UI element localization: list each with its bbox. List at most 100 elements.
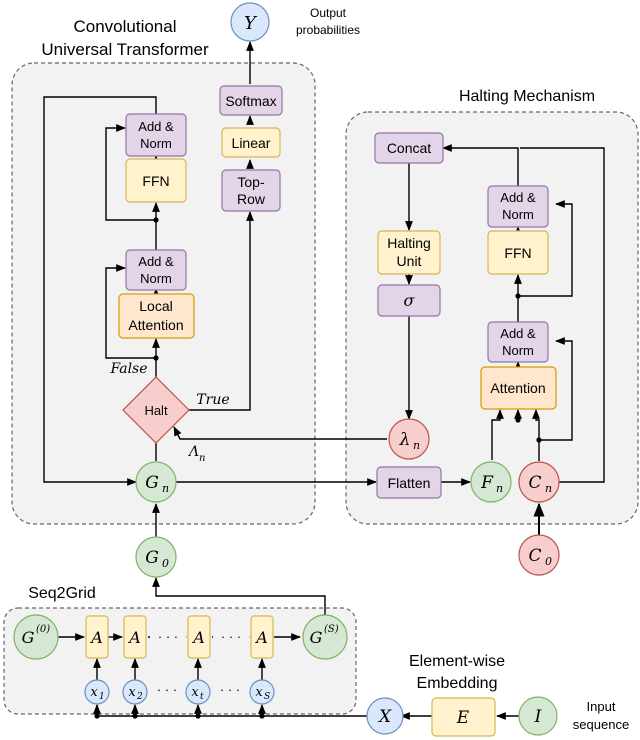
cut-ffn-label: FFN xyxy=(142,173,169,189)
x-node xyxy=(366,697,404,735)
gn-symbol: G xyxy=(145,473,159,493)
seq2grid-group xyxy=(3,607,357,715)
gn-sub: n xyxy=(162,482,169,495)
junction-dots xyxy=(94,217,542,719)
c0-node xyxy=(518,534,560,576)
local-attention-block xyxy=(118,293,195,339)
lambda-symbol: λ xyxy=(399,430,411,450)
g0-node xyxy=(135,536,177,578)
false-label: False xyxy=(109,361,147,377)
cut-addnorm-bottom-label: Add & xyxy=(138,254,174,269)
i-node xyxy=(518,696,558,736)
x2-sub: 2 xyxy=(136,692,143,702)
xt-sub: t xyxy=(200,692,204,702)
seq2grid-title: Seq2Grid xyxy=(28,585,96,602)
output-y-symbol: Y xyxy=(244,13,258,34)
dots-bg-3 xyxy=(151,685,185,695)
halt-diamond xyxy=(122,376,190,444)
e-symbol: E xyxy=(456,708,470,728)
a-label-3: A xyxy=(191,628,205,647)
cut-addnorm-bottom-label-2: Norm xyxy=(140,271,172,286)
x1-sub: 1 xyxy=(99,692,105,702)
attention-block xyxy=(480,366,557,410)
a-block-4 xyxy=(250,615,274,659)
x1-node xyxy=(84,679,110,705)
a-block-1 xyxy=(85,615,109,659)
fn-symbol: F xyxy=(480,473,494,493)
grid-dots-a: · · · xyxy=(158,629,178,644)
cn-sub: n xyxy=(545,482,552,495)
halting-unit-label-2: Unit xyxy=(397,253,422,269)
flatten-label: Flatten xyxy=(388,475,431,491)
lambda-node xyxy=(388,418,430,460)
output-y-node xyxy=(230,2,270,42)
halt-label: Halt xyxy=(144,403,168,418)
g-end-sup: (S) xyxy=(324,624,339,635)
halting-addnorm-bottom-label-2: Norm xyxy=(502,343,534,358)
fn-node xyxy=(470,461,512,503)
embedding-title-2: Embedding xyxy=(417,675,498,692)
c0-sub: 0 xyxy=(545,555,552,568)
linear-block xyxy=(221,127,281,158)
token-dots-a: · · · xyxy=(157,682,177,697)
g0-symbol: G xyxy=(145,548,159,568)
dots-bg-4 xyxy=(214,685,248,695)
dots-bg-2 xyxy=(213,632,249,642)
xs-sub: S xyxy=(264,692,270,702)
cut-title: Convolutional xyxy=(73,17,176,36)
halting-ffn-label: FFN xyxy=(504,245,531,261)
x-symbol: X xyxy=(377,707,392,727)
cut-title-2: Universal Transformer xyxy=(41,40,209,59)
a-label-4: A xyxy=(254,628,268,647)
halting-title: Halting Mechanism xyxy=(459,88,595,105)
cut-ffn-block xyxy=(125,158,187,203)
halting-addnorm-top-label: Add & xyxy=(500,190,536,205)
a-block-3 xyxy=(187,615,211,659)
halting-addnorm-bottom-label: Add & xyxy=(500,326,536,341)
token-dots-b: · · · xyxy=(220,682,240,697)
cut-addnorm-bottom-block xyxy=(125,249,187,291)
sigma-block xyxy=(377,284,441,317)
halting-addnorm-bottom-block xyxy=(487,321,549,363)
cn-node xyxy=(518,461,560,503)
attention-label: Attention xyxy=(490,380,545,396)
concat-block xyxy=(374,132,444,164)
toprow-label: Top- xyxy=(237,174,265,190)
softmax-block xyxy=(219,85,283,116)
embedding-title: Element-wise xyxy=(409,653,505,670)
x2-node xyxy=(122,679,148,705)
sigma-label: σ xyxy=(404,291,416,310)
cut-addnorm-top-label-2: Norm xyxy=(140,136,172,151)
xt-node xyxy=(185,679,211,705)
halting-unit-block xyxy=(377,230,441,275)
e-block xyxy=(431,697,496,737)
g-start-symbol: G xyxy=(22,628,35,647)
cut-addnorm-top-label: Add & xyxy=(138,119,174,134)
halting-ffn-block xyxy=(487,230,549,275)
lambda-sub: n xyxy=(413,439,420,452)
softmax-label: Softmax xyxy=(225,93,276,109)
input-label-2: sequence xyxy=(573,717,629,732)
fn-sub: n xyxy=(496,482,503,495)
g-end-symbol: G xyxy=(310,628,323,647)
halting-unit-label: Halting xyxy=(387,235,431,251)
linear-label: Linear xyxy=(232,135,271,151)
g-start-node xyxy=(13,614,59,660)
a-label-1: A xyxy=(89,628,103,647)
xs-node xyxy=(249,679,275,705)
grid-dots-b: · · · xyxy=(221,629,241,644)
dots-bg-1 xyxy=(150,632,186,642)
concat-label: Concat xyxy=(387,140,431,156)
big-lambda-sub: n xyxy=(199,453,205,464)
true-label: True xyxy=(196,392,229,408)
toprow-block xyxy=(221,169,281,212)
output-label-2: probabilities xyxy=(296,23,360,37)
x2-symbol: x xyxy=(128,685,136,700)
i-symbol: I xyxy=(534,707,542,727)
input-label: Input xyxy=(587,699,616,714)
local-attention-label: Local xyxy=(139,298,172,314)
a-block-2 xyxy=(123,615,147,659)
c0-symbol: C xyxy=(528,546,541,566)
local-attention-label-2: Attention xyxy=(128,317,183,333)
